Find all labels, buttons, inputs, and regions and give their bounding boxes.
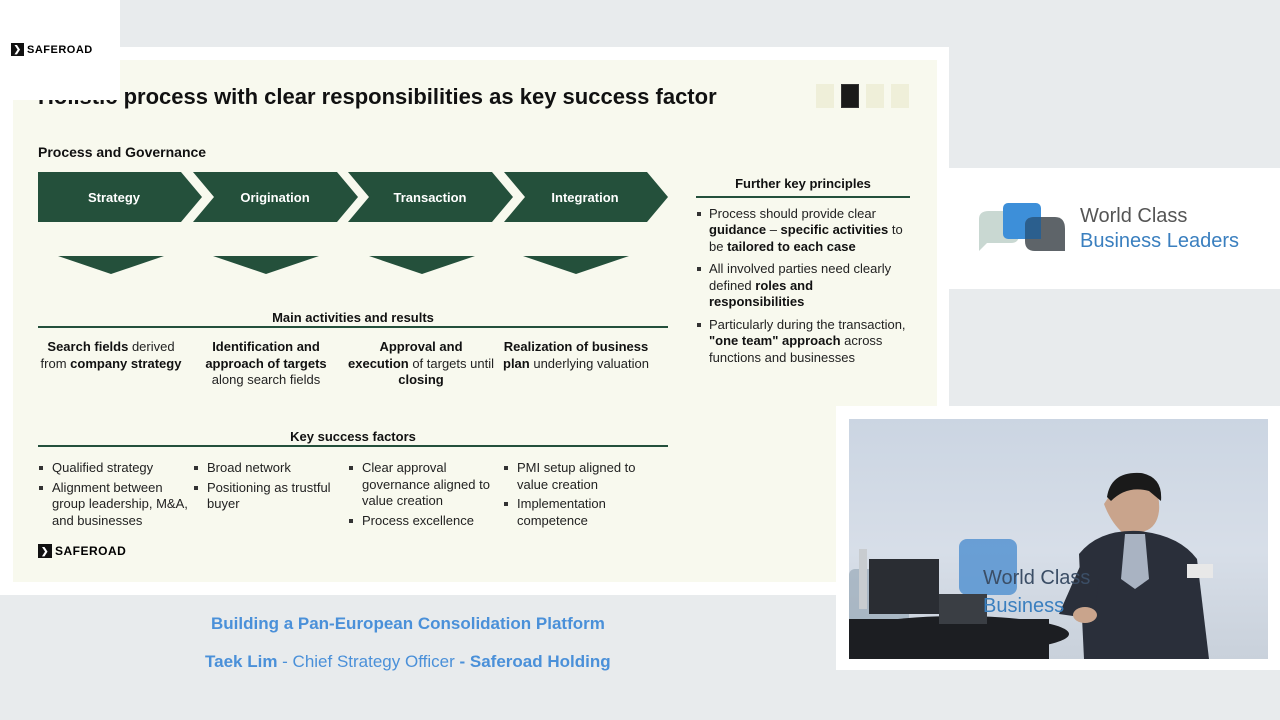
event-title: World Class Business Leaders xyxy=(1080,204,1239,254)
divider xyxy=(38,445,668,447)
ksf-item: Implementation competence xyxy=(503,496,653,529)
pager-dot xyxy=(891,84,909,108)
caption-separator: - xyxy=(277,652,292,671)
key-principles-panel: Further key principles Process should pr… xyxy=(696,176,910,372)
ksf-item: Process excellence xyxy=(348,513,498,530)
chevron-right-icon: ❯ xyxy=(38,544,52,558)
principle-item: Process should provide clear guidance – … xyxy=(696,206,910,256)
emphasis-text: "one team" approach xyxy=(709,333,841,348)
step-label: Transaction xyxy=(359,172,501,222)
ksf-item: PMI setup aligned to value creation xyxy=(503,460,653,493)
emphasis-text: closing xyxy=(398,372,444,387)
brand-name: SAFEROAD xyxy=(55,544,126,558)
down-arrow-icon xyxy=(523,256,629,274)
speaker-company: Saferoad Holding xyxy=(470,652,611,671)
ksf-item: Positioning as trustful buyer xyxy=(193,480,343,513)
speaker-name: Taek Lim xyxy=(205,652,277,671)
body-text: along search fields xyxy=(212,372,320,387)
activity-cell: Search fields derived from company strat… xyxy=(38,339,184,372)
caption-separator: - xyxy=(455,652,470,671)
emphasis-text: Identification and approach of targets xyxy=(205,339,326,371)
ksf-column: Clear approval governance aligned to val… xyxy=(348,460,498,532)
down-arrow-icon xyxy=(213,256,319,274)
speech-bubbles-icon xyxy=(977,201,1069,253)
ksf-item: Clear approval governance aligned to val… xyxy=(348,460,498,510)
emphasis-text: tailored to each case xyxy=(727,239,856,254)
ksf-list: Clear approval governance aligned to val… xyxy=(348,460,498,529)
principles-list: Process should provide clear guidance – … xyxy=(696,206,910,367)
step-label: Origination xyxy=(204,172,346,222)
slide-pager xyxy=(816,84,909,108)
pager-dot-active xyxy=(841,84,859,108)
emphasis-text: specific activities xyxy=(781,222,889,237)
emphasis-text: Search fields xyxy=(47,339,128,354)
emphasis-text: company strategy xyxy=(70,356,181,371)
body-text: – xyxy=(766,222,780,237)
ksf-item: Broad network xyxy=(193,460,343,477)
down-arrow-icon xyxy=(58,256,164,274)
speaker-video: World Class Business xyxy=(849,419,1268,659)
down-arrow-icon xyxy=(369,256,475,274)
divider xyxy=(38,326,668,328)
pager-dot xyxy=(866,84,884,108)
principle-item: Particularly during the transaction, "on… xyxy=(696,317,910,367)
brand-logo-overlay: ❯ SAFEROAD xyxy=(0,0,120,100)
pager-dot xyxy=(816,84,834,108)
body-text: Process should provide clear xyxy=(709,206,876,221)
speaker-role: Chief Strategy Officer xyxy=(293,652,455,671)
event-title-line2: Business Leaders xyxy=(1080,229,1239,254)
talk-title: Building a Pan-European Consolidation Pl… xyxy=(211,614,605,634)
principle-item: All involved parties need clearly define… xyxy=(696,261,910,311)
ksf-item: Qualified strategy xyxy=(38,460,188,477)
brand-name: SAFEROAD xyxy=(27,44,93,56)
body-text: Particularly during the transaction, xyxy=(709,317,906,332)
ksf-item: Alignment between group leadership, M&A,… xyxy=(38,480,188,530)
speaker-video-frame: World Class Business xyxy=(836,406,1280,670)
emphasis-text: guidance xyxy=(709,222,766,237)
step-label: Integration xyxy=(515,172,655,222)
event-branding-card: World Class Business Leaders xyxy=(949,168,1280,289)
activity-cell: Approval and execution of targets until … xyxy=(348,339,494,389)
body-text: underlying valuation xyxy=(530,356,649,371)
slide-footer-logo: ❯ SAFEROAD xyxy=(38,544,126,558)
activity-cell: Realization of business plan underlying … xyxy=(503,339,649,372)
slide-title: Holistic process with clear responsibili… xyxy=(38,84,717,110)
section-heading: Process and Governance xyxy=(38,144,206,160)
event-title-line1: World Class xyxy=(1080,204,1239,229)
activity-cell: Identification and approach of targets a… xyxy=(193,339,339,389)
main-activities-heading: Main activities and results xyxy=(38,310,668,325)
body-text: of targets until xyxy=(409,356,494,371)
speaker-caption: Taek Lim - Chief Strategy Officer - Safe… xyxy=(205,652,611,672)
video-backdrop-text: World Class Business xyxy=(983,564,1090,620)
chevron-right-icon: ❯ xyxy=(11,43,24,56)
step-label: Strategy xyxy=(38,172,190,222)
video-scene xyxy=(849,419,1268,659)
principles-heading: Further key principles xyxy=(696,176,910,198)
key-success-heading: Key success factors xyxy=(38,429,668,444)
saferoad-logo-overlay: ❯ SAFEROAD xyxy=(11,43,93,56)
